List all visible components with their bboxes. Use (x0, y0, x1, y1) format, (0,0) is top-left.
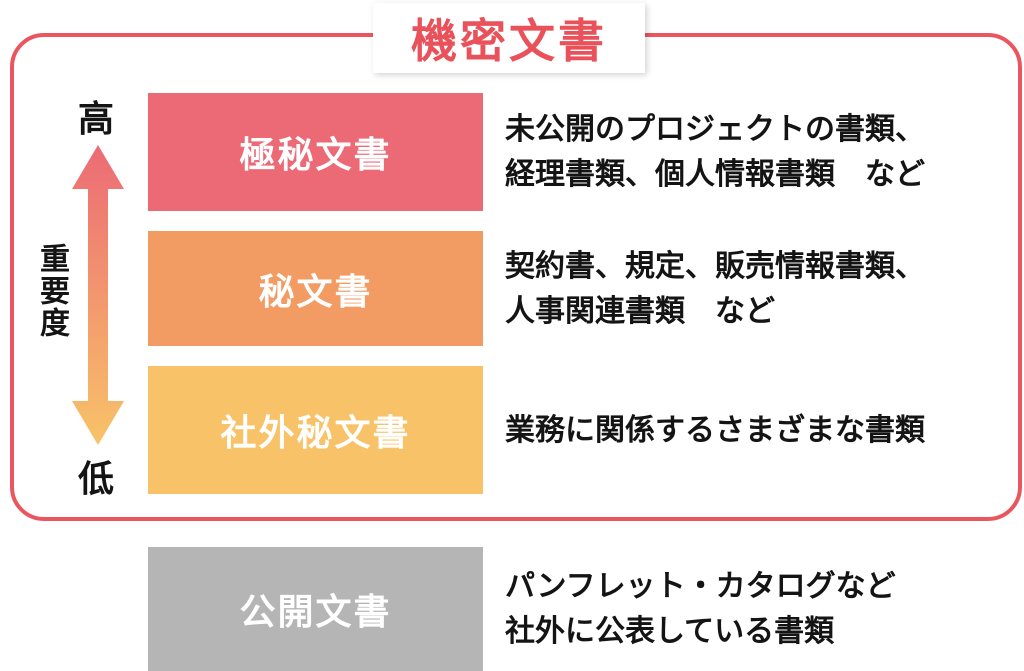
importance-low-label: 低 (77, 458, 114, 499)
title-box: 機密文書 (373, 3, 645, 73)
level-description-text: 契約書、規定、販売情報書類、 人事関連書類 など (505, 249, 925, 328)
level-box-gokuhi: 極秘文書 (148, 93, 483, 211)
level-description-text: パンフレット・カタログなど 社外に公表している書類 (505, 570, 896, 648)
importance-high-label: 高 (77, 98, 114, 139)
importance-axis-label: 重要度 (35, 243, 68, 339)
level-description-text: 未公開のプロジェクトの書類、 経理書類、個人情報書類 など (505, 113, 925, 191)
importance-gradient-arrow-icon (72, 145, 124, 445)
level-description-shagaihi: 業務に関係するさまざまな書類 (505, 366, 995, 494)
page-title: 機密文書 (411, 15, 607, 67)
level-description-text: 業務に関係するさまざまな書類 (505, 413, 925, 447)
level-description-hi: 契約書、規定、販売情報書類、 人事関連書類 など (505, 231, 995, 346)
level-label-shagaihi: 社外秘文書 (220, 412, 411, 453)
level-box-kokai: 公開文書 (148, 547, 483, 671)
level-box-shagaihi: 社外秘文書 (148, 366, 483, 494)
level-description-kokai: パンフレット・カタログなど 社外に公表している書類 (505, 547, 995, 671)
level-label-kokai: 公開文書 (239, 591, 392, 632)
level-description-gokuhi: 未公開のプロジェクトの書類、 経理書類、個人情報書類 など (505, 93, 995, 211)
level-label-hi: 秘文書 (258, 270, 373, 312)
level-box-hi: 秘文書 (148, 231, 483, 346)
level-label-gokuhi: 極秘文書 (239, 134, 392, 175)
